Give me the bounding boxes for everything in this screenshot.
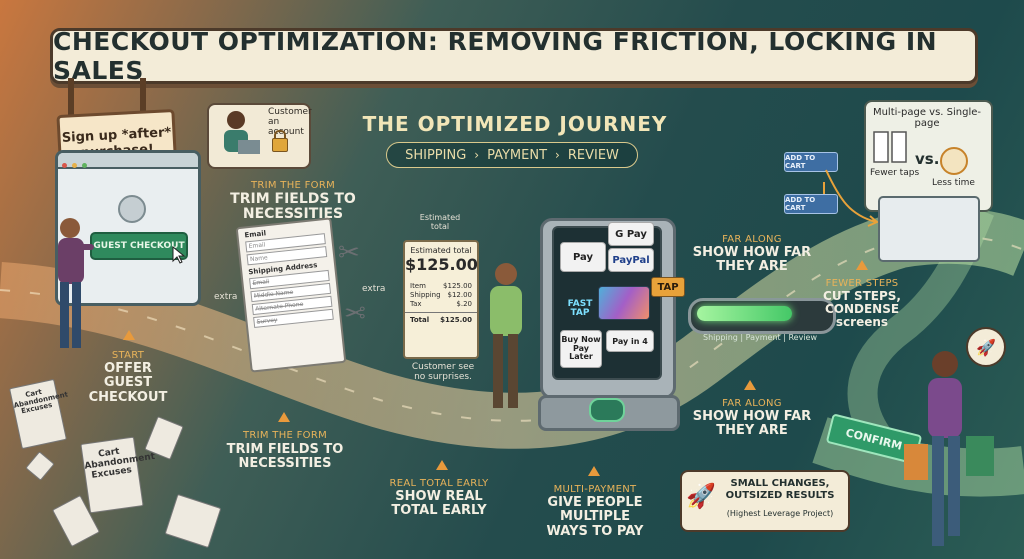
receipt-row: Tax$.20 <box>410 300 472 308</box>
step-shipping: SHIPPING <box>405 147 467 163</box>
user-avatar-icon <box>118 195 146 223</box>
receipt-header: Estimated total <box>410 246 472 255</box>
customer-laptop-illustration <box>224 111 260 154</box>
tap-tag: TAP <box>651 277 685 297</box>
multi-payment-big-label: GIVE PEOPLE MULTIPLE WAYS TO PAY <box>546 495 644 539</box>
rocket-icon: 🚀 <box>686 482 716 510</box>
far-along-top-small-label: FAR ALONG <box>722 234 782 245</box>
extra-left-label: extra <box>214 292 238 302</box>
start-big-label: OFFER GUEST CHECKOUT <box>88 361 168 405</box>
trim-top-small-label: TRIM THE FORM <box>250 180 336 191</box>
marker-triangle <box>436 460 448 470</box>
progress-caption: Shipping | Payment | Review <box>702 333 818 342</box>
add-to-cart-button[interactable]: ADD TO CART <box>784 194 838 214</box>
far-along-top-big-label: SHOW HOW FAR THEY ARE <box>692 245 812 275</box>
real-total-small-label: REAL TOTAL EARLY <box>389 478 489 489</box>
lock-icon <box>274 130 286 141</box>
trim-bottom-big-label: TRIM FIELDS TO NECESSITIES <box>226 442 344 472</box>
multi-payment-small-label: MULTI-PAYMENT <box>553 484 637 495</box>
marker-triangle <box>744 380 756 390</box>
fewer-steps-big-label: CUT STEPS, CONDENSE screens <box>823 289 901 330</box>
result-bubble <box>680 470 850 532</box>
marker-triangle <box>123 330 135 340</box>
journey-title: THE OPTIMIZED JOURNEY <box>362 112 668 136</box>
rocket-icon: 🚀 <box>966 327 1006 367</box>
shopper-person <box>58 218 94 348</box>
excuse-paper: Cart Abandonment Excuses <box>80 436 156 514</box>
start-small-label: START <box>111 350 145 361</box>
receipt-row: Shipping$12.00 <box>410 291 472 299</box>
credit-card-icon <box>598 286 650 320</box>
clock-icon <box>940 147 968 175</box>
customer-account-text: Customer an account <box>268 107 312 137</box>
lock-icon <box>272 138 288 152</box>
bnpl-option[interactable]: Buy Now Pay Later <box>560 330 602 368</box>
pay-in-4-option[interactable]: Pay in 4 <box>606 330 654 352</box>
scissors-icon: ✂ <box>344 296 366 326</box>
checkout-form-card: Email Email Name Shipping Address Email … <box>235 217 347 373</box>
receipt-total-row: Total$125.00 <box>405 312 477 325</box>
cursor-icon <box>172 246 186 264</box>
fewer-taps-label: Fewer taps <box>870 168 920 178</box>
customer-person <box>490 263 522 408</box>
arrow-icon <box>823 169 879 227</box>
multipage-title: Multi-page vs. Single-page <box>872 107 982 129</box>
google-pay-option[interactable]: G Pay <box>608 222 654 246</box>
estimated-total-tag: Estimated total <box>419 213 461 231</box>
far-along-bottom-big-label: SHOW HOW FAR THEY ARE <box>692 409 812 439</box>
multi-page-icon <box>873 131 907 163</box>
fewer-steps-small-label: FEWER STEPS <box>825 278 899 289</box>
page-title: CHECKOUT OPTIMIZATION: REMOVING FRICTION… <box>53 27 938 85</box>
progress-fill <box>697 306 792 321</box>
fast-tap-label: FAST TAP <box>567 299 593 319</box>
estimated-total-receipt: Estimated total $125.00 Item$125.00 Ship… <box>403 240 479 359</box>
happy-shopper-person <box>904 351 994 546</box>
sign-post <box>140 78 146 118</box>
journey-steps: SHIPPING › PAYMENT › REVIEW <box>386 142 638 168</box>
less-time-label: Less time <box>932 178 975 188</box>
add-to-cart-button[interactable]: ADD TO CART <box>784 152 838 172</box>
trim-top-big-label: TRIM FIELDS TO NECESSITIES <box>230 191 356 223</box>
result-subtitle: (Highest Leverage Project) <box>726 509 834 518</box>
guest-checkout-button[interactable]: GUEST CHECKOUT <box>90 232 188 260</box>
far-along-bottom-small-label: FAR ALONG <box>722 398 782 409</box>
receipt-amount: $125.00 <box>405 255 478 274</box>
chevron-right-icon: › <box>555 148 560 162</box>
trim-bottom-small-label: TRIM THE FORM <box>242 430 328 441</box>
receipt-row: Item$125.00 <box>410 282 472 290</box>
scissors-icon: ✂ <box>338 238 360 268</box>
step-payment: PAYMENT <box>487 147 548 163</box>
result-headline: SMALL CHANGES, OUTSIZED RESULTS <box>725 478 835 501</box>
apple-pay-option[interactable]: Pay <box>560 242 606 272</box>
real-total-big-label: SHOW REAL TOTAL EARLY <box>391 489 487 519</box>
paypal-option[interactable]: PayPal <box>608 248 654 272</box>
versus-label: vs. <box>915 150 940 168</box>
receipt-caption: Customer see no surprises. <box>411 362 475 383</box>
chevron-right-icon: › <box>474 148 480 162</box>
fingerprint-icon <box>589 398 625 422</box>
sign-post <box>68 78 74 118</box>
marker-triangle <box>856 260 868 270</box>
marker-triangle <box>278 412 290 422</box>
marker-triangle <box>588 466 600 476</box>
single-page-window <box>878 196 980 262</box>
title-banner: CHECKOUT OPTIMIZATION: REMOVING FRICTION… <box>50 27 978 85</box>
extra-right-label: extra <box>362 284 386 294</box>
step-review: REVIEW <box>567 147 619 163</box>
